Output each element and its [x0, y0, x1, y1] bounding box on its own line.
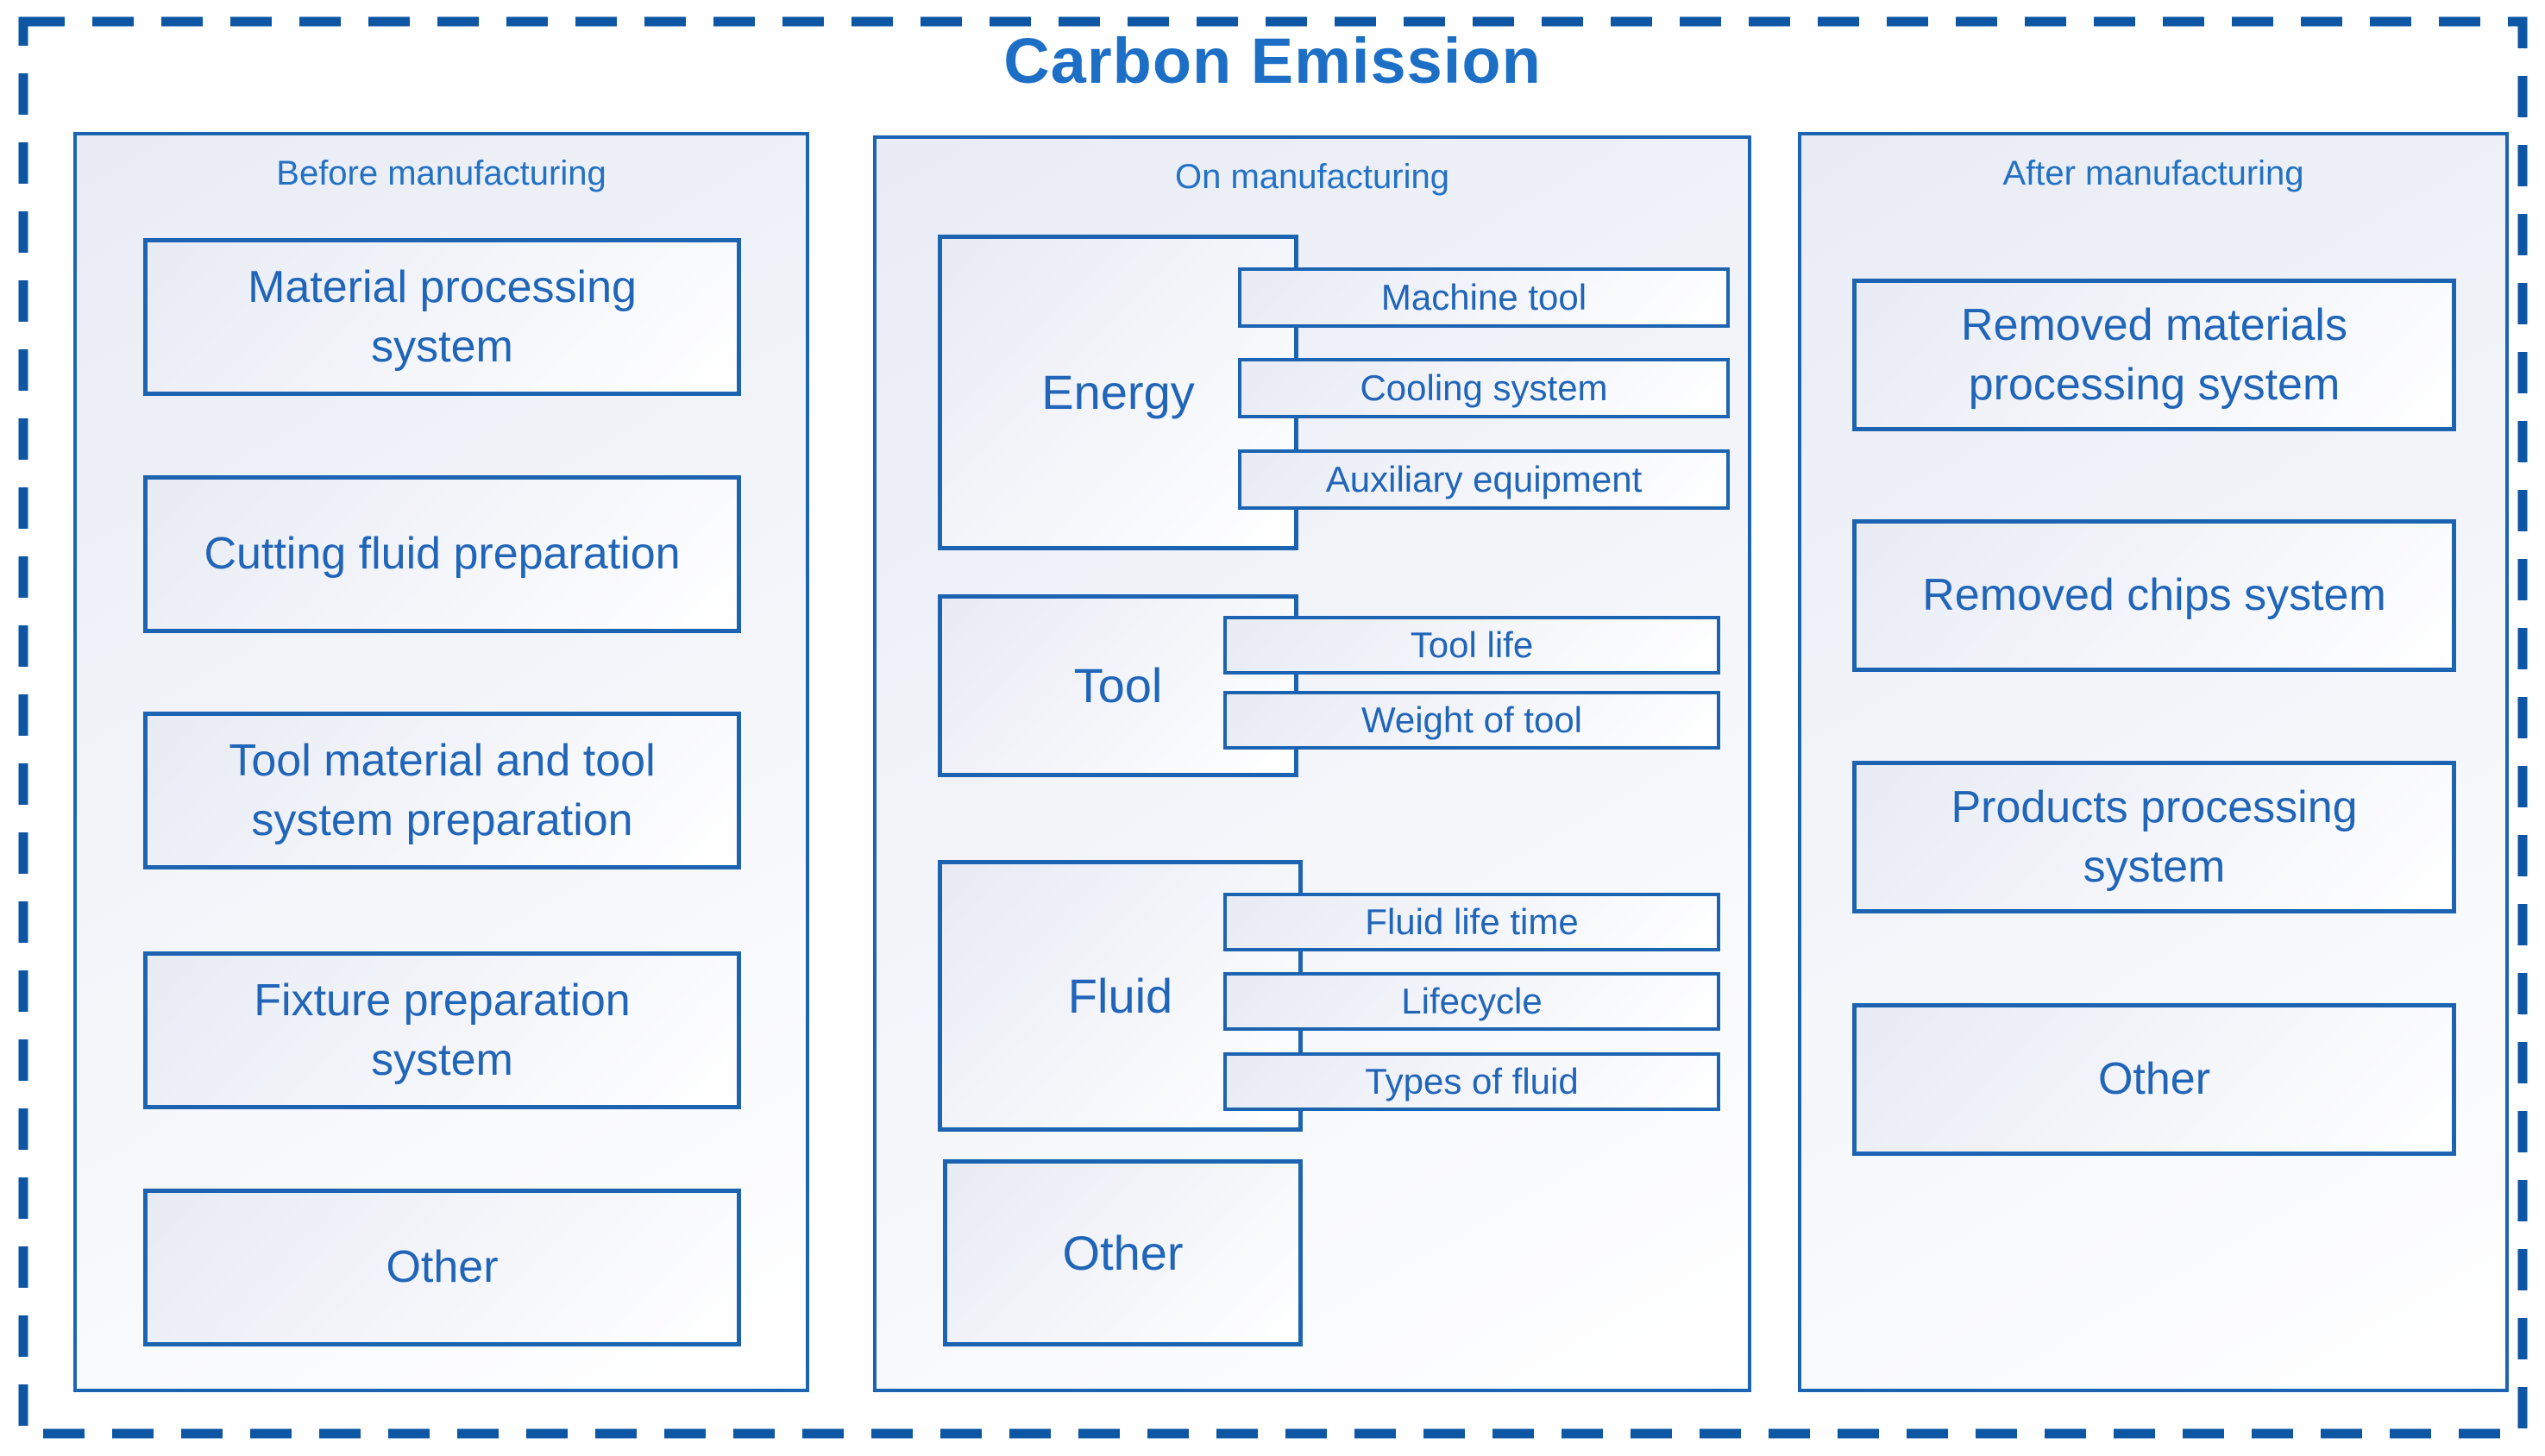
- box-label: Products processing system: [1951, 781, 2358, 892]
- box-cooling-system: Cooling system: [1238, 358, 1730, 418]
- box-label: Fluid: [1067, 968, 1173, 1023]
- panel-after-header: After manufacturing: [2002, 154, 2304, 192]
- box-fluid-life-time: Fluid life time: [1223, 893, 1720, 951]
- box-label: Removed chips system: [1922, 570, 2386, 621]
- box-label: Weight of tool: [1360, 700, 1583, 741]
- box-fixture-preparation-system: Fixture preparation system: [143, 951, 741, 1109]
- panel-on-manufacturing: On manufacturing Energy Machine tool Coo…: [873, 135, 1751, 1392]
- box-products-processing-system: Products processing system: [1852, 761, 2456, 913]
- box-label: Other: [2097, 1054, 2211, 1105]
- box-lifecycle: Lifecycle: [1223, 972, 1720, 1031]
- panel-before-manufacturing: Before manufacturing Material processing…: [73, 132, 809, 1392]
- box-on-other: Other: [943, 1159, 1303, 1346]
- box-before-other: Other: [143, 1189, 741, 1346]
- diagram-title: Carbon Emission: [1003, 25, 1542, 97]
- box-machine-tool: Machine tool: [1238, 267, 1730, 328]
- box-label: Other: [1062, 1225, 1184, 1280]
- box-material-processing-system: Material processing system: [143, 238, 741, 396]
- box-label: Fixture preparation system: [254, 975, 631, 1085]
- box-removed-materials-processing-system: Removed materials processing system: [1852, 279, 2456, 431]
- box-label: Removed materials processing system: [1961, 299, 2347, 410]
- panel-on-header: On manufacturing: [1175, 158, 1449, 196]
- box-types-of-fluid: Types of fluid: [1223, 1052, 1720, 1111]
- panel-after-manufacturing: After manufacturing Removed materials pr…: [1798, 132, 2509, 1392]
- box-label: Tool life: [1410, 624, 1534, 666]
- box-removed-chips-system: Removed chips system: [1852, 519, 2456, 672]
- box-label: Energy: [1041, 365, 1195, 420]
- box-label: Cooling system: [1360, 367, 1608, 409]
- box-label: Tool material and tool system preparatio…: [229, 735, 656, 845]
- box-tool-material-and-tool-system-preparation: Tool material and tool system preparatio…: [143, 712, 741, 869]
- box-cutting-fluid-preparation: Cutting fluid preparation: [143, 475, 741, 633]
- box-auxiliary-equipment: Auxiliary equipment: [1238, 449, 1730, 510]
- box-label: Fluid life time: [1365, 901, 1579, 943]
- box-after-other: Other: [1852, 1003, 2456, 1156]
- box-label: Types of fluid: [1365, 1061, 1579, 1102]
- panel-before-header: Before manufacturing: [276, 154, 606, 192]
- box-label: Material processing system: [248, 261, 637, 372]
- box-label: Cutting fluid preparation: [204, 529, 681, 580]
- box-label: Tool: [1073, 658, 1163, 713]
- box-label: Machine tool: [1380, 277, 1587, 318]
- box-weight-of-tool: Weight of tool: [1223, 691, 1720, 750]
- box-tool-life: Tool life: [1223, 616, 1720, 675]
- box-label: Lifecycle: [1401, 981, 1543, 1022]
- box-label: Other: [386, 1242, 499, 1293]
- box-label: Auxiliary equipment: [1325, 459, 1643, 500]
